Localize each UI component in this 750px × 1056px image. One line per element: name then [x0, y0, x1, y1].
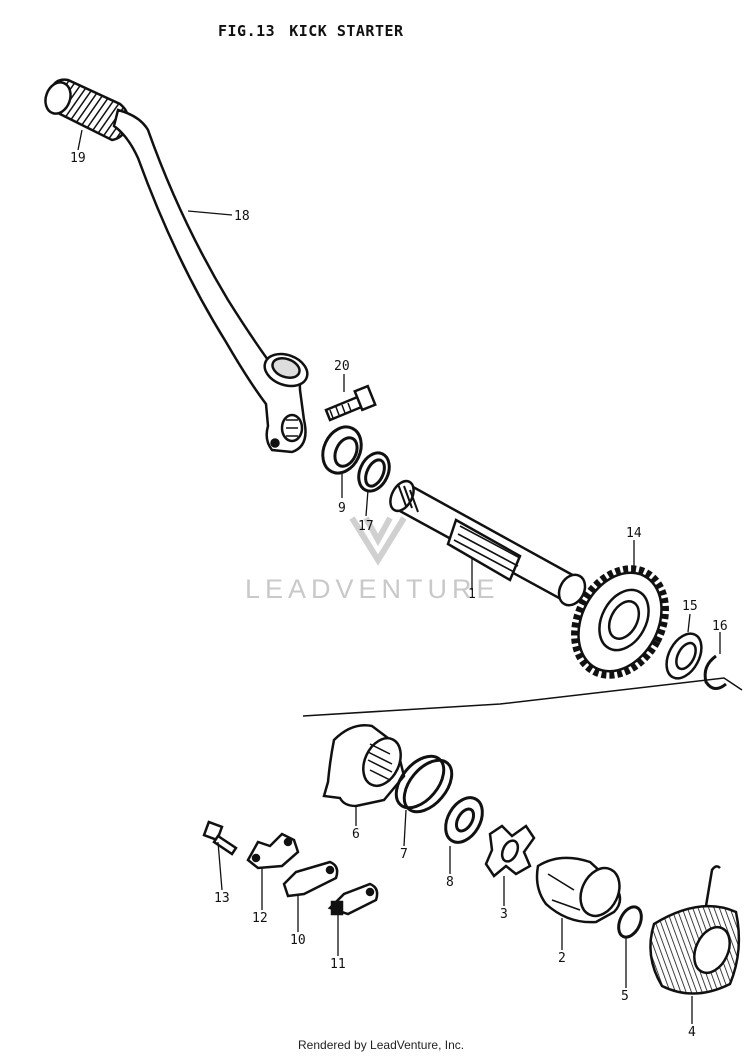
ratchet-plate-12 — [246, 832, 300, 870]
stopper-plate-10 — [282, 860, 339, 898]
leadventure-logo-icon — [349, 516, 407, 566]
callout-17: 17 — [358, 519, 374, 534]
callout-6: 6 — [352, 827, 360, 842]
footer-credit: Rendered by LeadVenture, Inc. — [298, 1038, 465, 1052]
kick-gear-14 — [571, 565, 669, 679]
callout-14: 14 — [626, 526, 642, 541]
figure-number: FIG.13 — [218, 22, 276, 40]
leader-lines — [77, 129, 721, 1024]
oil-seal-9 — [321, 425, 363, 475]
callout-5: 5 — [621, 989, 629, 1004]
spring-washer-15 — [665, 632, 703, 680]
callout-3: 3 — [500, 907, 508, 922]
callout-16: 16 — [712, 619, 728, 634]
ratchet-spring-7 — [394, 754, 454, 814]
kick-shaft-1 — [389, 479, 587, 607]
circlip-16 — [703, 654, 727, 690]
callout-18: 18 — [234, 209, 250, 224]
callout-11: 11 — [330, 957, 346, 972]
callout-10: 10 — [290, 933, 306, 948]
thrust-washer-8 — [444, 796, 484, 844]
assembly-divider-line — [302, 677, 743, 717]
kick-ratchet-6 — [322, 724, 406, 808]
callout-labels: 19 18 20 9 17 1 14 15 16 6 7 8 3 2 5 4 1… — [70, 151, 728, 1040]
ratchet-guide-3 — [484, 824, 536, 878]
figure-title: FIG.13 KICK STARTER — [218, 22, 404, 40]
figure-name: KICK STARTER — [289, 22, 404, 40]
callout-15: 15 — [682, 599, 698, 614]
callout-7: 7 — [400, 847, 408, 862]
ratchet-bolt-13 — [202, 820, 238, 856]
kick-grip-19 — [44, 78, 130, 142]
callout-4: 4 — [688, 1025, 696, 1040]
callout-19: 19 — [70, 151, 86, 166]
kick-guide-2 — [535, 856, 622, 924]
callout-8: 8 — [446, 875, 454, 890]
circlip-5 — [617, 905, 643, 939]
washer-17 — [357, 451, 391, 493]
return-spring-4 — [649, 865, 741, 995]
callout-12: 12 — [252, 911, 268, 926]
stopper-plate-11 — [327, 882, 379, 916]
watermark-text: LEADVENTURE — [245, 574, 500, 604]
kick-arm-18 — [112, 108, 309, 454]
pinch-bolt-20 — [324, 384, 377, 422]
callout-20: 20 — [334, 359, 350, 374]
callout-1: 1 — [468, 587, 476, 602]
callout-13: 13 — [214, 891, 230, 906]
callout-9: 9 — [338, 501, 346, 516]
callout-2: 2 — [558, 951, 566, 966]
